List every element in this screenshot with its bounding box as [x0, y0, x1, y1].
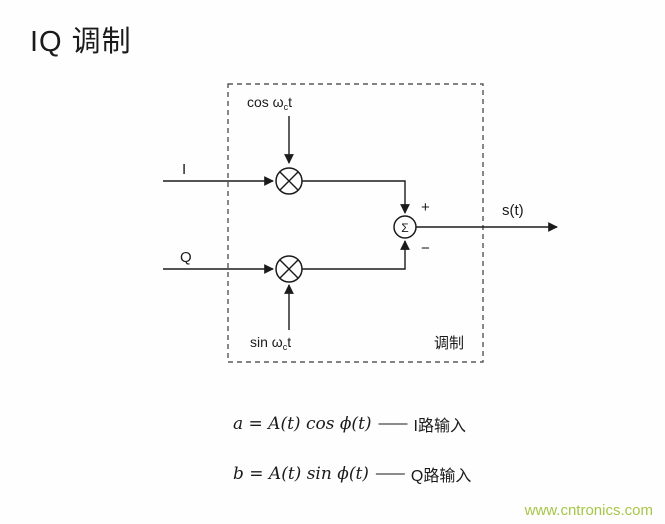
- carrier-sin-sub: c: [283, 342, 288, 352]
- multiplier-q-icon: [275, 255, 303, 283]
- summer-icon: Σ: [393, 215, 417, 239]
- formula-q-label: Q路输入: [410, 468, 472, 485]
- modulator-box-label: 调制: [434, 335, 464, 352]
- carrier-sin-label: sin ωct: [250, 334, 291, 352]
- carrier-sin-prefix: sin ω: [250, 334, 283, 350]
- input-i-label: I: [182, 161, 186, 178]
- carrier-cos-label: cos ωct: [247, 94, 292, 112]
- q-branch-to-summer: [302, 240, 410, 270]
- formula-i-input: a = A(t) cos ϕ(t) —— I路输入: [233, 412, 466, 436]
- input-q-label: Q: [180, 249, 192, 266]
- i-branch-to-summer: [302, 180, 410, 214]
- formula-i-connector: ——: [378, 414, 408, 432]
- modulator-dashed-box: [227, 83, 484, 363]
- multiplier-i-icon: [275, 167, 303, 195]
- formula-i-label: I路输入: [413, 418, 466, 435]
- formula-i-math: a = A(t) cos ϕ(t): [233, 414, 372, 434]
- formula-q-connector: ——: [375, 464, 405, 482]
- carrier-cos-sub: c: [284, 102, 289, 112]
- carrier-sin-suffix: t: [287, 334, 291, 350]
- output-label: s(t): [502, 202, 524, 219]
- page-title: IQ 调制: [30, 26, 132, 58]
- summer-plus-sign: +: [421, 199, 430, 216]
- carrier-cos-suffix: t: [288, 94, 292, 110]
- formula-q-math: b = A(t) sin ϕ(t): [233, 464, 369, 484]
- carrier-cos-prefix: cos ω: [247, 94, 284, 110]
- watermark: www.cntronics.com: [524, 502, 653, 519]
- summer-minus-sign: −: [421, 240, 430, 257]
- summer-symbol: Σ: [401, 221, 408, 235]
- formula-q-input: b = A(t) sin ϕ(t) —— Q路输入: [233, 462, 471, 486]
